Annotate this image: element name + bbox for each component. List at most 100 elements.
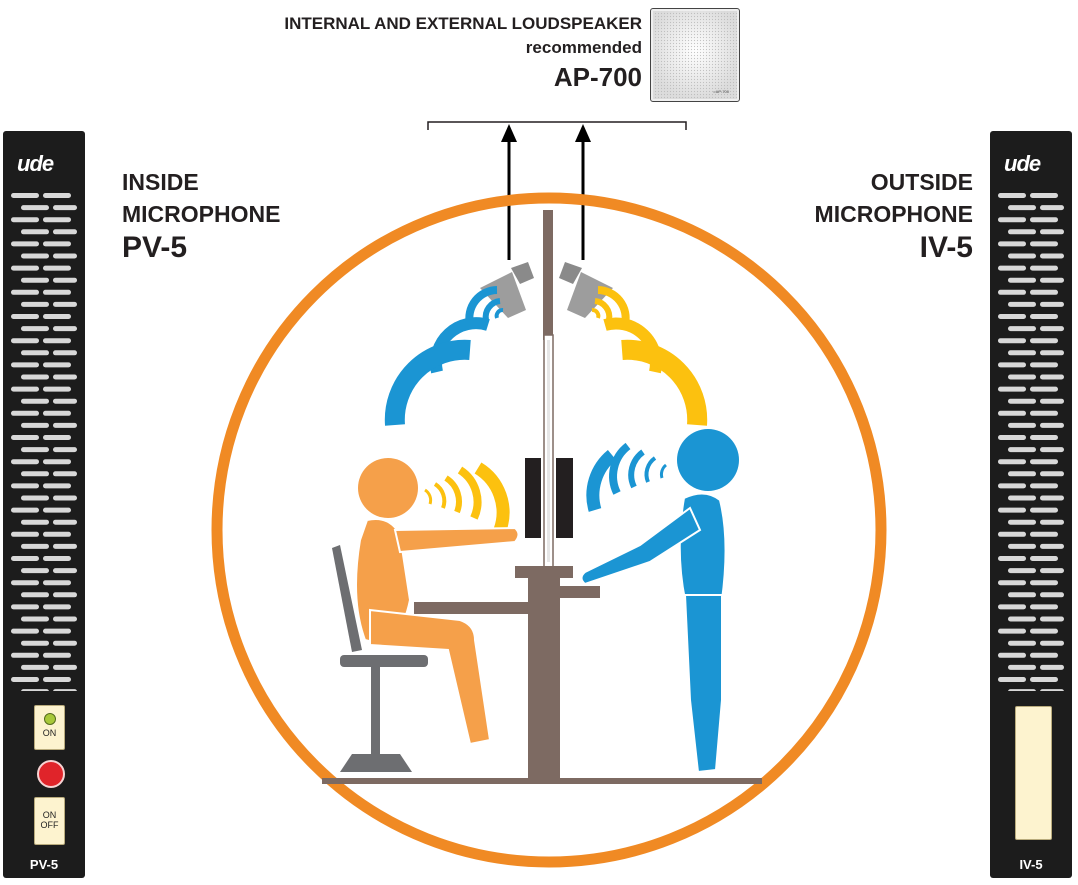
grill-slot [43, 410, 71, 416]
inside-microphone-icon [480, 262, 534, 318]
grill-slot [1040, 447, 1064, 453]
grill-slot [1040, 592, 1064, 598]
grill-slot [998, 362, 1026, 368]
call-button[interactable] [37, 760, 65, 788]
outside-person [580, 429, 739, 774]
grill-slot [998, 531, 1026, 537]
grill-slot [1040, 205, 1064, 211]
grill-slot [1008, 495, 1036, 501]
grill-slot [43, 628, 71, 634]
on-indicator: ON [34, 705, 65, 750]
grill-slot [998, 652, 1026, 658]
grill-slot [1040, 568, 1064, 574]
grill-slot [1008, 326, 1036, 332]
grill-slot [21, 253, 49, 259]
outside-mic-line1: OUTSIDE [870, 169, 973, 195]
grill-slot [1008, 398, 1036, 404]
grill-slot [43, 580, 71, 586]
grill-slot [998, 556, 1026, 561]
grill-slot [1040, 689, 1064, 691]
grill-slot [1008, 664, 1036, 670]
grill-slot [1030, 677, 1058, 682]
grill-slot [998, 628, 1026, 634]
intercom-inside-unit [525, 458, 541, 538]
grill-slot [11, 628, 39, 634]
grill-slot [1008, 592, 1036, 598]
grill-slot [21, 301, 49, 307]
grill-slot [1008, 301, 1036, 307]
grill-slot [21, 664, 49, 670]
desk [414, 566, 600, 780]
grill-slot [53, 229, 77, 235]
pv5-model-tag: PV-5 [29, 857, 59, 872]
grill-slot [53, 592, 77, 598]
grill-slot [1008, 277, 1036, 283]
speaker-grill-left [11, 193, 77, 691]
grill-slot [998, 217, 1026, 223]
loudspeaker-grille: • AP-700 [653, 11, 737, 99]
grill-slot [1030, 386, 1058, 392]
grill-slot [21, 350, 49, 356]
grill-slot [11, 217, 39, 223]
grill-slot [43, 459, 71, 465]
grill-slot [53, 301, 77, 307]
grill-slot [53, 447, 77, 453]
arrow-left-head [501, 124, 517, 142]
grill-slot [21, 568, 49, 574]
grill-slot [43, 265, 71, 271]
grill-slot [1008, 471, 1036, 477]
grill-slot [43, 338, 71, 344]
grill-slot [1030, 435, 1058, 440]
inside-mic-line2: MICROPHONE [122, 201, 281, 227]
grill-slot [43, 314, 71, 319]
grill-slot [1008, 350, 1036, 356]
grill-slot [1030, 652, 1058, 658]
grill-slot [21, 277, 49, 283]
grill-slot [11, 556, 39, 561]
grill-slot [43, 556, 71, 561]
grill-slot [53, 616, 77, 622]
grill-slot [1040, 519, 1064, 525]
outside-mic-line2: MICROPHONE [814, 201, 973, 227]
grill-slot [43, 193, 71, 198]
grill-slot [21, 205, 49, 211]
grill-slot [43, 652, 71, 658]
grill-slot [998, 459, 1026, 465]
grill-slot [1008, 447, 1036, 453]
grill-slot [1030, 628, 1058, 634]
pv5-panel: ude ON ON OFF PV-5 [3, 131, 85, 878]
on-off-switch[interactable]: ON OFF [34, 797, 65, 845]
grill-slot [53, 689, 77, 691]
grill-slot [43, 217, 71, 223]
grill-slot [11, 652, 39, 658]
floor-line [322, 778, 762, 784]
grill-slot [1040, 301, 1064, 307]
grill-slot [43, 435, 71, 440]
grill-slot [1008, 374, 1036, 380]
grill-slot [53, 277, 77, 283]
grill-slot [1030, 338, 1058, 344]
grill-slot [53, 568, 77, 574]
grill-slot [11, 604, 39, 610]
grill-slot [998, 314, 1026, 319]
divider-pole [543, 210, 553, 340]
chair [332, 545, 428, 772]
sound-waves-yellow-mid [424, 462, 510, 533]
grill-slot [1008, 253, 1036, 259]
speaker-bracket [427, 121, 687, 130]
grill-slot [1040, 543, 1064, 549]
iv5-model-tag: IV-5 [1019, 857, 1043, 872]
grill-slot [21, 616, 49, 622]
grill-slot [998, 580, 1026, 586]
ude-logo-right: ude [1004, 151, 1041, 176]
grill-slot [21, 422, 49, 428]
grill-slot [998, 677, 1026, 682]
grill-slot [998, 193, 1026, 198]
grill-slot [11, 531, 39, 537]
speaker-model: AP-700 [553, 62, 642, 92]
grill-slot [21, 592, 49, 598]
grill-slot [43, 241, 71, 247]
grill-slot [1030, 531, 1058, 537]
grill-slot [1040, 350, 1064, 356]
grill-slot [11, 483, 39, 489]
